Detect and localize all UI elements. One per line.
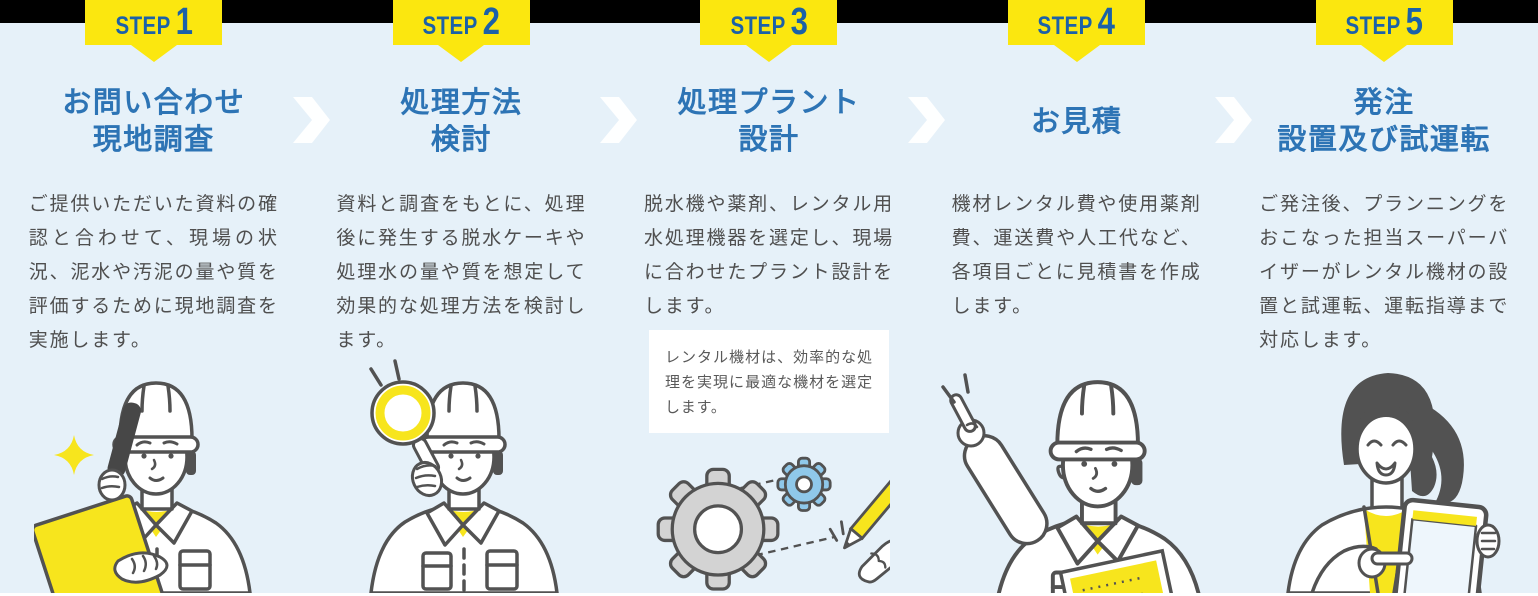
arrow-right-icon bbox=[900, 94, 946, 146]
large-gear bbox=[657, 467, 780, 591]
step-3-description: 脱水機や薬剤、レンタル用水処理機器を選定し、現場に合わせたプラント設計をします。 bbox=[643, 194, 894, 317]
step-column-5: STEP 5 発注 設置及び試運転 ご発注後、プランニングをおこなった担当スーパ… bbox=[1230, 0, 1538, 596]
step-1-title: お問い合わせ 現地調査 bbox=[62, 85, 245, 159]
yellow-pencil bbox=[843, 475, 908, 550]
sparkle-icon bbox=[53, 435, 94, 475]
arrow-right-icon bbox=[592, 94, 638, 146]
step-column-3: STEP 3 処理プラント 設計 脱水機や薬剤、レンタル用水処理機器を選定し、現… bbox=[615, 0, 945, 596]
bottom-white-strip bbox=[0, 593, 1538, 596]
woman-tablet-illustration bbox=[1260, 357, 1528, 596]
tablet bbox=[1393, 497, 1489, 596]
step-3-badge: STEP 3 bbox=[700, 0, 838, 45]
step-1-badge-text: STEP 1 bbox=[115, 1, 192, 44]
step-1-badge-label: STEP bbox=[115, 12, 171, 40]
ponytail bbox=[1428, 407, 1465, 503]
step-5-title-line1: 発注 bbox=[1353, 87, 1415, 119]
step-3-title-line2: 設計 bbox=[738, 124, 800, 156]
arrow-right-icon bbox=[285, 94, 331, 146]
step-3-note-box: レンタル機材は、効率的な処理を実現に最適な機材を選定します。 bbox=[648, 330, 889, 433]
step-4-badge-text: STEP 4 bbox=[1038, 1, 1115, 44]
step-2-badge-number: 2 bbox=[482, 1, 501, 43]
worker-pointing-illustration bbox=[937, 357, 1217, 596]
step-3-badge-number: 3 bbox=[790, 1, 808, 43]
step-2-badge-text: STEP 2 bbox=[423, 1, 500, 44]
step-1-badge: STEP 1 bbox=[85, 0, 223, 45]
worker-magnifier-illustration bbox=[341, 357, 581, 595]
writing-hand bbox=[858, 538, 908, 584]
step-5-badge-number: 5 bbox=[1405, 1, 1423, 43]
step-1-title-line1: お問い合わせ bbox=[62, 87, 246, 119]
step-2-title-line2: 検討 bbox=[430, 124, 492, 156]
step-3-badge-text: STEP 3 bbox=[730, 1, 807, 44]
step-column-1: STEP 1 お問い合わせ 現地調査 ご提供いただいた資料の確認と合わせて、現場… bbox=[0, 0, 330, 596]
step-3-title-line1: 処理プラント bbox=[677, 87, 861, 119]
arrow-right-icon bbox=[1207, 94, 1253, 146]
step-4-description: 機材レンタル費や使用薬剤費、運送費や人工代など、各項目ごとに見積書を作成します。 bbox=[951, 194, 1202, 317]
step-5-description: ご発注後、プランニングをおこなった担当スーパーバイザーがレンタル機材の設置と試運… bbox=[1259, 194, 1510, 351]
step-2-badge-label: STEP bbox=[422, 12, 478, 40]
hand-on-clipboard bbox=[113, 551, 169, 584]
step-2-title-line1: 処理方法 bbox=[400, 87, 523, 119]
step-5-badge-text: STEP 5 bbox=[1345, 1, 1422, 44]
step-5-title-line2: 設置及び試運転 bbox=[1277, 124, 1491, 156]
step-1-description: ご提供いただいた資料の確認と合わせて、現場の状況、泥水や汚泥の量や質を評価するた… bbox=[28, 194, 279, 351]
step-column-2: STEP 2 処理方法 検討 資料と調査をもとに、処理後に発生する脱水ケーキや処… bbox=[308, 0, 638, 596]
step-column-4: STEP 4 お見積 機材レンタル費や使用薬剤費、運送費や人工代など、各項目ごと… bbox=[923, 0, 1253, 596]
step-5-title: 発注 設置及び試運転 bbox=[1277, 85, 1491, 159]
step-1-badge-number: 1 bbox=[175, 1, 193, 43]
step-3-badge-label: STEP bbox=[730, 12, 786, 40]
worker-clipboard-illustration bbox=[30, 357, 274, 596]
step-3-title: 処理プラント 設計 bbox=[677, 85, 860, 159]
step-5-badge: STEP 5 bbox=[1315, 0, 1453, 45]
step-4-badge-label: STEP bbox=[1037, 12, 1094, 40]
step-2-title: 処理方法 検討 bbox=[400, 85, 522, 159]
gears-pencil-illustration bbox=[647, 443, 908, 593]
step-4-badge-number: 4 bbox=[1097, 1, 1116, 43]
step-4-title: お見積 bbox=[1031, 85, 1123, 159]
step-2-description: 資料と調査をもとに、処理後に発生する脱水ケーキや処理水の量や質を想定して効果的な… bbox=[336, 194, 587, 351]
step-2-badge: STEP 2 bbox=[392, 0, 530, 45]
step-5-badge-label: STEP bbox=[1345, 12, 1401, 40]
step-4-badge: STEP 4 bbox=[1008, 0, 1146, 45]
step-1-title-line2: 現地調査 bbox=[92, 124, 215, 156]
small-gear bbox=[776, 456, 833, 512]
magnifying-glass bbox=[370, 380, 441, 476]
step-4-title-line1: お見積 bbox=[1030, 105, 1123, 138]
bangs bbox=[1356, 405, 1417, 445]
